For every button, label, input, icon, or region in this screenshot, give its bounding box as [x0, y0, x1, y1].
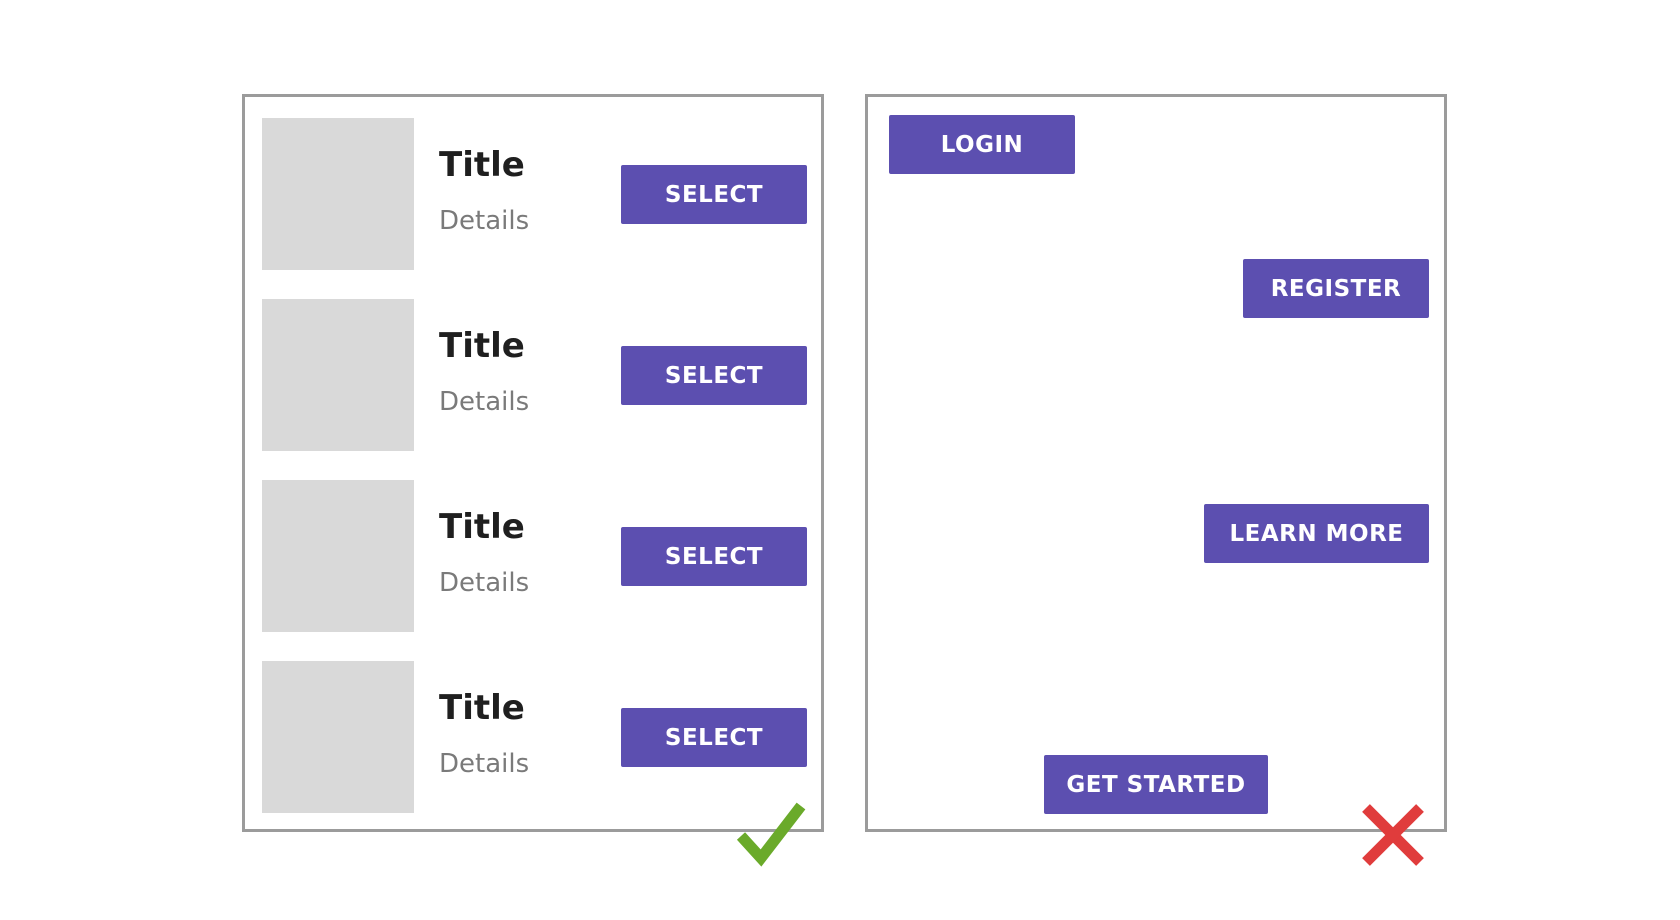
register-button[interactable]: REGISTER: [1243, 259, 1429, 318]
list-item: Title Details SELECT: [262, 480, 807, 632]
item-details: Details: [439, 206, 530, 236]
thumbnail-placeholder: [262, 118, 414, 270]
thumbnail-placeholder: [262, 661, 414, 813]
item-details: Details: [439, 387, 530, 417]
list-item: Title Details SELECT: [262, 118, 807, 270]
get-started-button[interactable]: GET STARTED: [1044, 755, 1268, 814]
check-icon: [736, 802, 806, 867]
thumbnail-placeholder: [262, 480, 414, 632]
item-title: Title: [439, 326, 525, 366]
good-example-panel: Title Details SELECT Title Details SELEC…: [242, 94, 824, 832]
list-item: Title Details SELECT: [262, 661, 807, 813]
cross-icon: [1362, 804, 1424, 866]
select-button[interactable]: SELECT: [621, 527, 807, 586]
list-item: Title Details SELECT: [262, 299, 807, 451]
item-details: Details: [439, 749, 530, 779]
thumbnail-placeholder: [262, 299, 414, 451]
select-button[interactable]: SELECT: [621, 346, 807, 405]
select-button[interactable]: SELECT: [621, 708, 807, 767]
item-title: Title: [439, 145, 525, 185]
learn-more-button[interactable]: LEARN MORE: [1204, 504, 1429, 563]
item-details: Details: [439, 568, 530, 598]
item-title: Title: [439, 507, 525, 547]
item-title: Title: [439, 688, 525, 728]
select-button[interactable]: SELECT: [621, 165, 807, 224]
login-button[interactable]: LOGIN: [889, 115, 1075, 174]
bad-example-panel: LOGIN REGISTER LEARN MORE GET STARTED: [865, 94, 1447, 832]
